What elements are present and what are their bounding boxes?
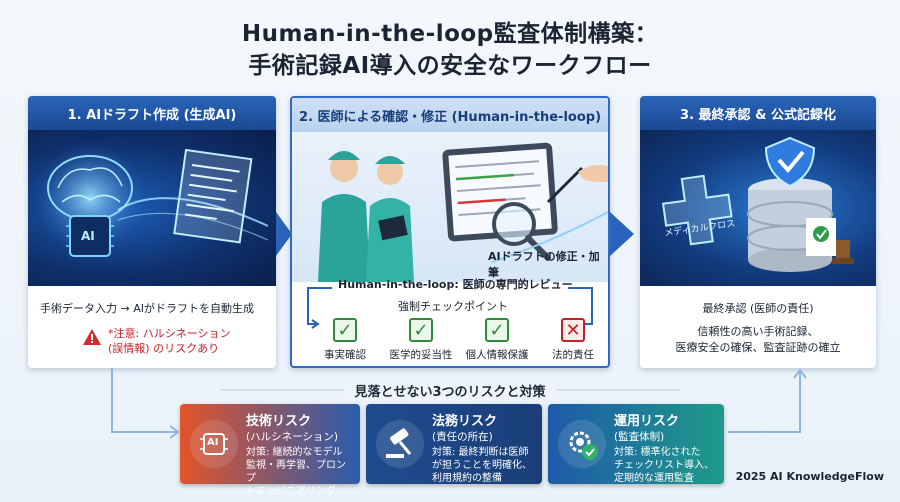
warning-line1: *注意: ハルシネーション: [108, 327, 231, 340]
warning-icon: [82, 328, 102, 346]
check-icon: ✓: [409, 318, 433, 342]
risk-subtitle: (ハルシネーション): [246, 431, 338, 443]
ai-draft-illustration: AI: [28, 130, 276, 286]
surgeons-tablet-icon: [318, 142, 608, 282]
x-mark-icon: ✕: [561, 318, 585, 342]
panel-final-approval-heading: 3. 最終承認 & 公式記録化: [640, 96, 876, 130]
risk-desc-line: 利用規約の整備: [432, 473, 502, 484]
risk-title: 運用リスク: [614, 414, 680, 429]
risk-card-operational: 運用リスク (監査体制) 対策: 標準化された チェックリスト導入、 定期的な運…: [548, 404, 724, 484]
checkpoint-medical: ✓ 医学的妥当性: [388, 318, 454, 362]
ai-draft-caption: 手術データ入力 → AIがドラフトを自動生成: [40, 302, 254, 315]
flow-arrow-1: [276, 212, 292, 256]
risk-desc: 対策: 継続的なモデル 監視・再学習、プロンプ トエンジニアリング: [246, 446, 352, 498]
checkpoint-title: 強制チェックポイント: [398, 300, 508, 313]
warning-line2: (誤情報) のリスクあり: [108, 342, 220, 355]
risk-desc-line: が担うことを明確化、: [432, 460, 532, 471]
ai-circuit-icon: AI: [190, 420, 238, 468]
brain-chip-icon: [34, 142, 269, 257]
final-approval-desc: 信頼性の高い手術記録、 医療安全の確保、監査証跡の確立: [640, 324, 876, 356]
edit-caption: AIドラフトの修正・加筆: [488, 250, 600, 279]
risks-heading-text: 見落とせない3つのリスクと対策: [344, 385, 556, 400]
risk-subtitle: (監査体制): [614, 431, 665, 443]
risk-desc-line: チェックリスト導入、: [614, 460, 714, 471]
risk-subtitle: (責任の所在): [432, 431, 493, 443]
flow-arrow-2: [610, 212, 634, 256]
page-title-line2: 手術記録AI導入の安全なワークフロー: [248, 53, 652, 79]
risk-card-legal: 法務リスク (責任の所在) 対策: 最終判断は医師 が担うことを明確化、 利用規…: [366, 404, 542, 484]
risk-desc-line: 対策: 最終判断は医師: [432, 447, 529, 458]
risk-desc-line: 定期的な運用監査: [614, 473, 694, 484]
panel-ai-draft: 1. AIドラフト作成 (生成AI): [28, 96, 276, 368]
risk-title: 技術リスク: [246, 414, 312, 429]
secure-database-icon: [661, 136, 854, 272]
panel-doctor-review: 2. 医師による確認・修正 (Human-in-the-loop): [290, 96, 610, 368]
check-icon: ✓: [485, 318, 509, 342]
risk-title: 法務リスク: [432, 414, 498, 429]
review-loop-arrows: [307, 287, 593, 329]
checkpoint-label: 医学的妥当性: [389, 349, 453, 361]
page-title-line1: Human-in-the-loop監査体制構築：: [241, 21, 659, 47]
doctor-review-illustration: [292, 132, 608, 282]
checkpoint-privacy: ✓ 個人情報保護: [464, 318, 530, 362]
footer-credit: 2025 AI KnowledgeFlow: [735, 470, 884, 483]
risk-desc-line: 対策: 継続的なモデル: [246, 447, 343, 458]
gear-check-icon: [558, 420, 606, 468]
panel-final-approval: 3. 最終承認 & 公式記録化 メディカルクロス 最終承認 (医師の責任) 信頼…: [640, 96, 876, 368]
checkpoint-list: ✓ 事実確認 ✓ 医学的妥当性 ✓ 個人情報保護 ✕ 法的責任: [312, 318, 606, 362]
risk-desc-line: 監視・再学習、プロンプ: [246, 460, 346, 484]
final-desc-line1: 信頼性の高い手術記録、: [697, 325, 819, 338]
risk-card-technical: AI 技術リスク (ハルシネーション) 対策: 継続的なモデル 監視・再学習、プ…: [180, 404, 360, 497]
loop-title: Human-in-the-loop: 医師の専門的レビュー: [338, 278, 573, 291]
risk-desc: 対策: 標準化された チェックリスト導入、 定期的な運用監査: [614, 446, 716, 485]
checkpoint-legal: ✕ 法的責任: [540, 318, 606, 362]
checkpoint-label: 事実確認: [324, 349, 366, 361]
hallucination-warning: *注意: ハルシネーション (誤情報) のリスクあり: [108, 326, 230, 356]
panel-doctor-review-heading: 2. 医師による確認・修正 (Human-in-the-loop): [292, 98, 608, 132]
checkpoint-label: 法的責任: [552, 349, 594, 361]
risks-heading: 見落とせない3つのリスクと対策: [0, 381, 900, 400]
check-icon: ✓: [333, 318, 357, 342]
checkpoint-label: 個人情報保護: [465, 349, 529, 361]
ai-chip-label: AI: [81, 229, 95, 243]
risk-desc-line: 対策: 標準化された: [614, 447, 701, 458]
final-approval-illustration: メディカルクロス: [640, 130, 876, 286]
risk-desc-line: トエンジニアリング: [246, 486, 336, 497]
panel-ai-draft-heading: 1. AIドラフト作成 (生成AI): [28, 96, 276, 130]
final-approval-caption: 最終承認 (医師の責任): [702, 302, 814, 315]
gavel-icon: [376, 420, 424, 468]
risk-desc: 対策: 最終判断は医師 が担うことを明確化、 利用規約の整備: [432, 446, 534, 485]
ai-icon-label: AI: [207, 437, 219, 448]
final-desc-line2: 医療安全の確保、監査証跡の確立: [675, 341, 841, 354]
checkpoint-fact: ✓ 事実確認: [312, 318, 378, 362]
